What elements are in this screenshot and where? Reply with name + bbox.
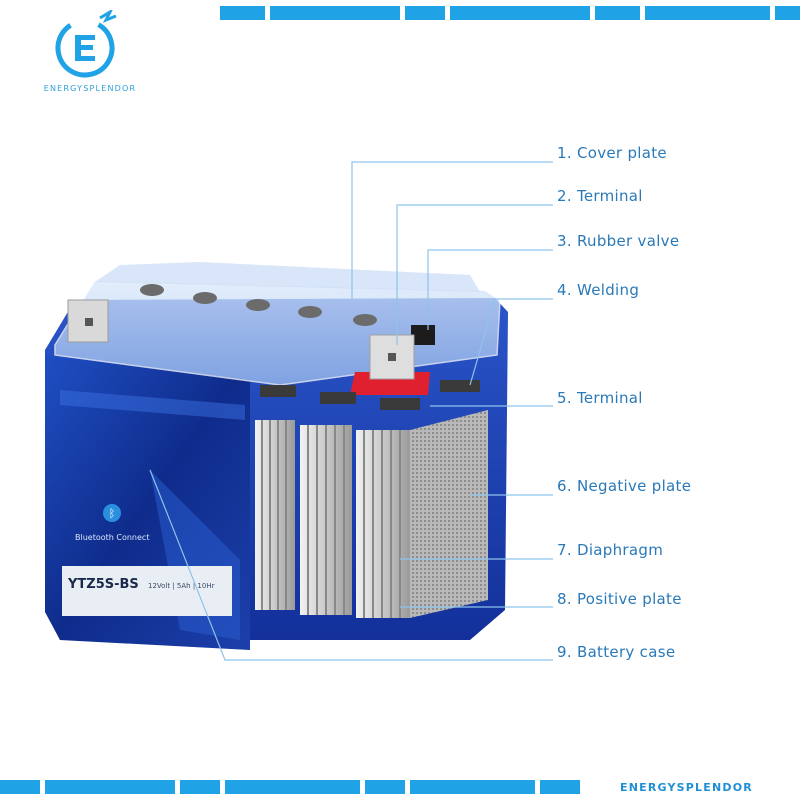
label-diaphragm: 7. Diaphragm xyxy=(557,541,663,559)
leader-cover-plate xyxy=(352,162,553,300)
label-positive-plate: 8. Positive plate xyxy=(557,590,682,608)
label-cover-plate: 1. Cover plate xyxy=(557,144,667,162)
leader-battery-case xyxy=(150,470,553,660)
label-rubber-valve: 3. Rubber valve xyxy=(557,232,679,250)
label-battery-case: 9. Battery case xyxy=(557,643,675,661)
label-terminal-2: 5. Terminal xyxy=(557,389,643,407)
leader-rubber-valve xyxy=(428,250,553,330)
label-negative-plate: 6. Negative plate xyxy=(557,477,691,495)
label-welding: 4. Welding xyxy=(557,281,639,299)
leader-terminal-top xyxy=(397,205,553,345)
label-terminal-1: 2. Terminal xyxy=(557,187,643,205)
leader-welding xyxy=(470,299,553,385)
